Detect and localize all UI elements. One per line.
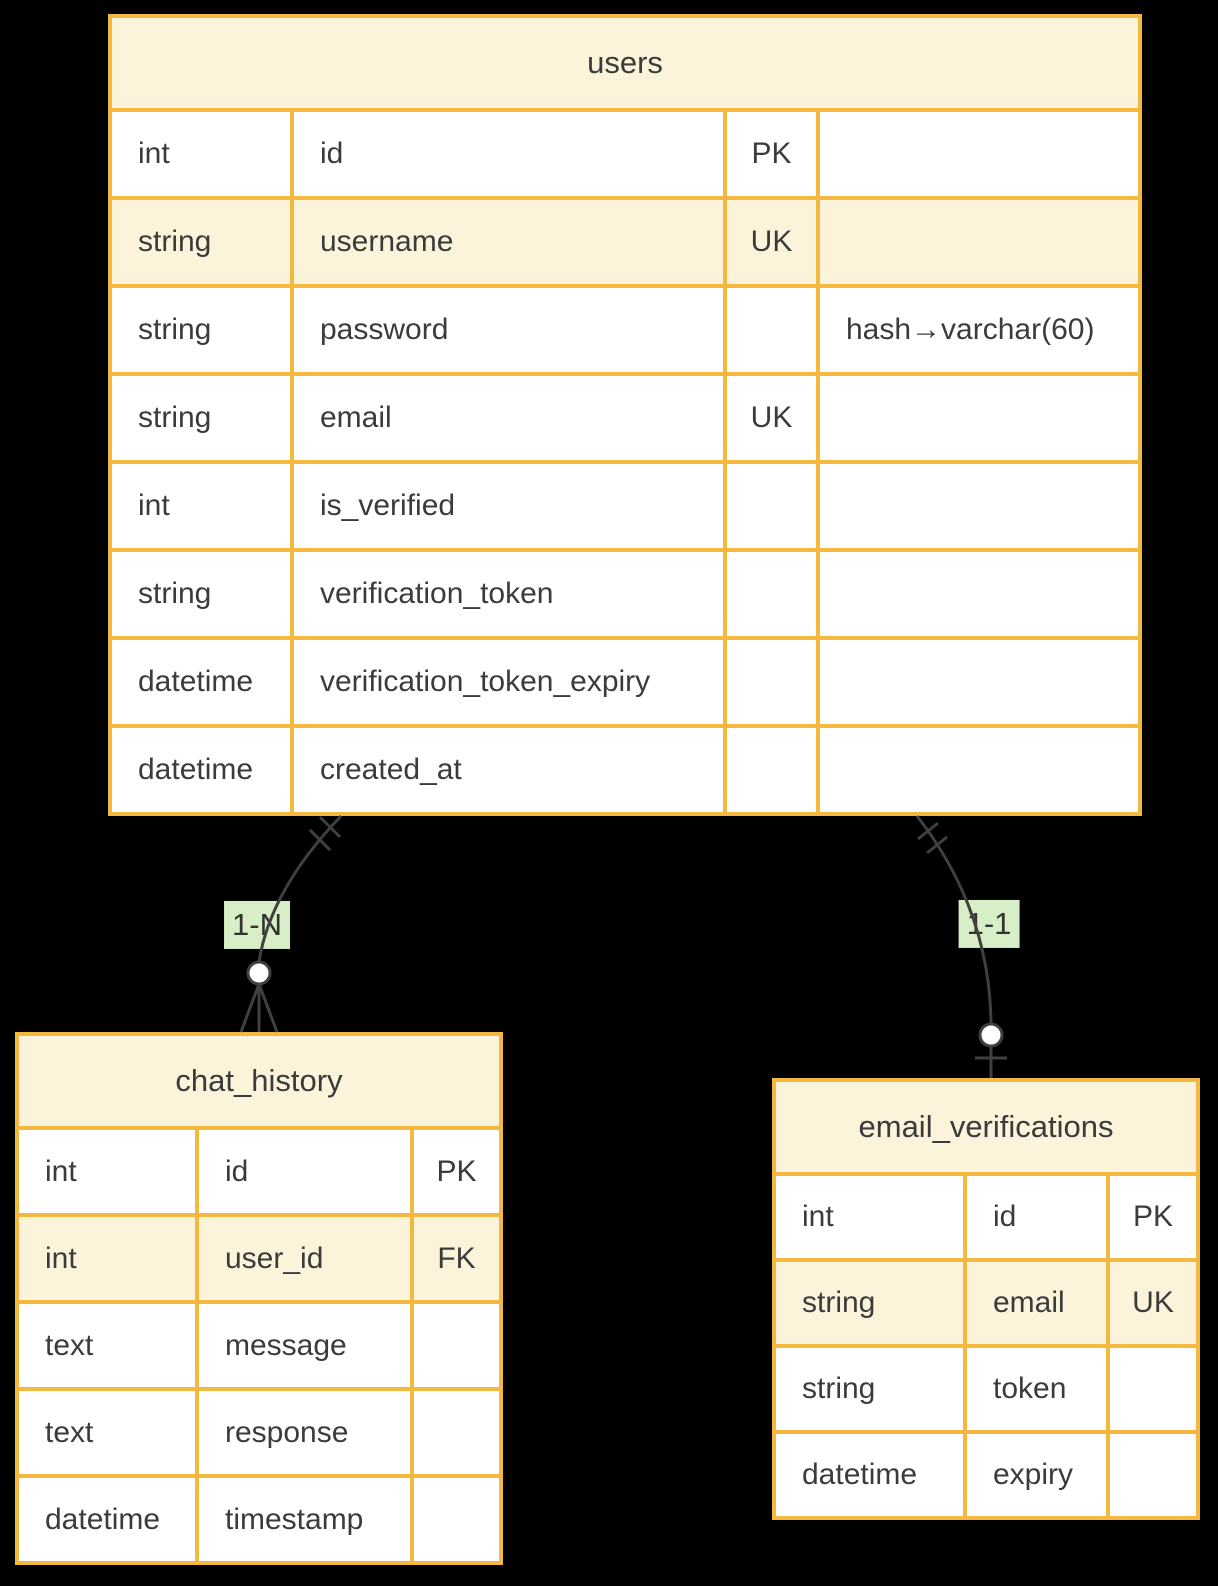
zero-circle — [246, 960, 272, 986]
attr-key: UK — [727, 376, 816, 460]
attr-type: string — [112, 552, 290, 636]
attr-key — [727, 288, 816, 372]
attr-type: datetime — [19, 1478, 195, 1561]
attr-name: id — [967, 1176, 1106, 1258]
attr-key — [727, 464, 816, 548]
attr-key — [414, 1391, 499, 1474]
attr-key — [727, 552, 816, 636]
attr-comment — [820, 464, 1138, 548]
attr-key: UK — [1110, 1262, 1196, 1344]
attr-name: user_id — [199, 1217, 410, 1300]
attr-name: email — [294, 376, 723, 460]
entity-title: chat_history — [19, 1036, 499, 1126]
attr-type: text — [19, 1304, 195, 1387]
attr-key — [414, 1478, 499, 1561]
one-tick-mark — [308, 828, 332, 852]
entity-email-verifications: email_verifications int id PK string ema… — [772, 1078, 1200, 1520]
attr-key: PK — [1110, 1176, 1196, 1258]
attr-type: string — [112, 376, 290, 460]
attr-name: response — [199, 1391, 410, 1474]
relationship-label-1-n: 1-N — [224, 900, 290, 950]
attr-type: int — [112, 464, 290, 548]
entity-chat-history: chat_history int id PK int user_id FK te… — [15, 1032, 503, 1565]
one-tick-mark — [917, 821, 939, 841]
attr-name: expiry — [967, 1434, 1106, 1516]
attr-type: text — [19, 1391, 195, 1474]
attr-key: PK — [414, 1130, 499, 1213]
one-tick-mark — [318, 815, 342, 839]
entity-title: email_verifications — [776, 1082, 1196, 1172]
attr-key — [1110, 1348, 1196, 1430]
attr-type: string — [776, 1262, 963, 1344]
crows-foot-many — [239, 983, 279, 1033]
attr-key — [727, 640, 816, 724]
attr-type: string — [776, 1348, 963, 1430]
attr-comment — [820, 640, 1138, 724]
attr-type: datetime — [112, 728, 290, 812]
attr-comment — [820, 112, 1138, 196]
attr-name: timestamp — [199, 1478, 410, 1561]
attr-type: int — [19, 1217, 195, 1300]
attr-type: int — [776, 1176, 963, 1258]
attr-type: int — [112, 112, 290, 196]
attr-name: message — [199, 1304, 410, 1387]
attr-name: verification_token — [294, 552, 723, 636]
entity-users: users int id PK string username UK strin… — [108, 14, 1142, 816]
attr-type: string — [112, 288, 290, 372]
attr-name: verification_token_expiry — [294, 640, 723, 724]
attr-type: string — [112, 200, 290, 284]
attr-name: email — [967, 1262, 1106, 1344]
attr-comment — [820, 200, 1138, 284]
attr-comment: hash→varchar(60) — [820, 288, 1138, 372]
attr-key — [414, 1304, 499, 1387]
attr-key: FK — [414, 1217, 499, 1300]
attr-type: int — [19, 1130, 195, 1213]
attr-comment — [820, 728, 1138, 812]
attr-name: username — [294, 200, 723, 284]
attr-name: password — [294, 288, 723, 372]
attr-comment — [820, 552, 1138, 636]
relationship-label-1-1: 1-1 — [958, 899, 1020, 949]
attr-name: id — [199, 1130, 410, 1213]
attr-key — [727, 728, 816, 812]
attr-key — [1110, 1434, 1196, 1516]
attr-type: datetime — [112, 640, 290, 724]
attr-key: UK — [727, 200, 816, 284]
attr-name: id — [294, 112, 723, 196]
attr-name: is_verified — [294, 464, 723, 548]
entity-title: users — [112, 18, 1138, 108]
attr-name: token — [967, 1348, 1106, 1430]
attr-name: created_at — [294, 728, 723, 812]
attr-key: PK — [727, 112, 816, 196]
one-tick-mark — [926, 835, 948, 855]
attr-comment — [820, 376, 1138, 460]
attr-type: datetime — [776, 1434, 963, 1516]
zero-circle — [978, 1022, 1004, 1048]
